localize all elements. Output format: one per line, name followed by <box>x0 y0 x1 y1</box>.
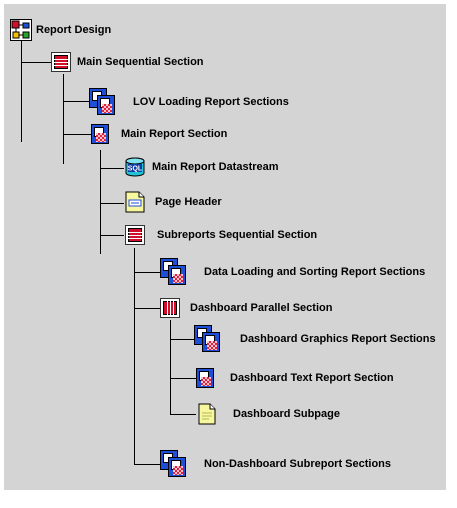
tree-node-main-report-datastream[interactable]: SQL Main Report Datastream <box>124 155 279 179</box>
tree-connector <box>134 248 135 464</box>
tree-connector <box>170 378 196 379</box>
report-sections-icon <box>194 325 222 353</box>
page-header-icon <box>124 191 146 213</box>
tree-node-subreports-sequential-section[interactable]: Subreports Sequential Section <box>125 223 317 247</box>
tree-node-dashboard-graphics-report-sections[interactable]: Dashboard Graphics Report Sections <box>194 324 436 354</box>
tree-node-label: Report Design <box>36 24 112 36</box>
tree-node-page-header[interactable]: Page Header <box>124 190 222 214</box>
tree-node-data-loading-report-sections[interactable]: Data Loading and Sorting Report Sections <box>160 257 425 287</box>
parallel-section-icon <box>160 298 180 318</box>
report-sections-icon <box>160 258 188 286</box>
tree-node-label: Subreports Sequential Section <box>157 229 318 241</box>
svg-text:SQL: SQL <box>128 166 143 173</box>
tree-connector <box>134 272 160 273</box>
tree-connector <box>63 74 64 164</box>
tree-node-label: Dashboard Parallel Section <box>190 302 333 314</box>
tree-node-label: Dashboard Subpage <box>233 408 340 420</box>
tree-connector <box>100 203 124 204</box>
tree-connector <box>63 134 91 135</box>
report-sections-icon <box>89 88 117 116</box>
tree-connector <box>170 320 171 414</box>
tree-node-dashboard-subpage[interactable]: Dashboard Subpage <box>197 402 340 426</box>
tree-node-dashboard-text-report-section[interactable]: Dashboard Text Report Section <box>194 366 394 390</box>
tree-node-main-report-section[interactable]: Main Report Section <box>89 122 227 146</box>
tree-connector <box>134 308 160 309</box>
tree-node-label: LOV Loading Report Sections <box>133 96 289 108</box>
tree-connector <box>134 464 160 465</box>
sequential-section-icon <box>51 52 71 72</box>
report-design-tree: Report Design Main Sequential Section LO… <box>4 4 446 490</box>
tree-connector <box>170 339 196 340</box>
tree-node-dashboard-parallel-section[interactable]: Dashboard Parallel Section <box>160 296 332 320</box>
tree-node-label: Main Report Section <box>121 128 228 140</box>
tree-connector <box>21 40 22 142</box>
tree-node-label: Main Sequential Section <box>77 56 204 68</box>
tree-node-label: Data Loading and Sorting Report Sections <box>204 266 426 278</box>
tree-node-main-sequential-section[interactable]: Main Sequential Section <box>51 50 204 74</box>
report-design-icon <box>10 19 32 41</box>
report-section-icon <box>89 122 111 146</box>
sequential-section-icon <box>125 225 145 245</box>
tree-node-label: Page Header <box>155 196 222 208</box>
tree-node-label: Dashboard Text Report Section <box>230 372 394 384</box>
tree-node-lov-loading-report-sections[interactable]: LOV Loading Report Sections <box>89 87 289 117</box>
tree-connector <box>100 235 124 236</box>
tree-node-label: Dashboard Graphics Report Sections <box>240 333 436 345</box>
tree-connector <box>63 101 91 102</box>
tree-node-label: Non-Dashboard Subreport Sections <box>204 458 392 470</box>
tree-node-non-dashboard-subreport-sections[interactable]: Non-Dashboard Subreport Sections <box>160 449 391 479</box>
tree-node-label: Main Report Datastream <box>152 161 279 173</box>
subpage-icon <box>197 403 217 425</box>
tree-connector <box>100 150 101 254</box>
tree-connector <box>170 414 196 415</box>
report-section-icon <box>194 366 216 390</box>
tree-node-report-design[interactable]: Report Design <box>10 18 111 42</box>
report-sections-icon <box>160 450 188 478</box>
tree-connector <box>100 168 124 169</box>
sql-datastream-icon: SQL <box>124 156 146 178</box>
tree-connector <box>21 62 51 63</box>
